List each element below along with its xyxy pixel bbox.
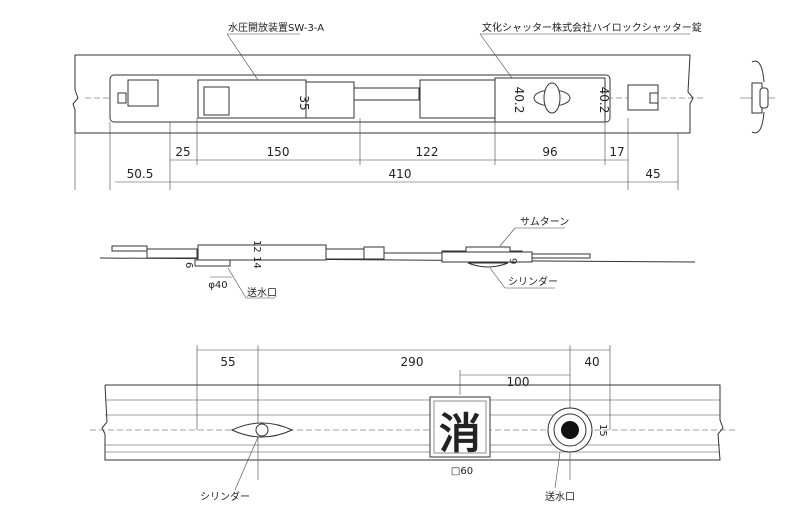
dim-35: 35 — [297, 95, 311, 110]
dim-50-5: 50.5 — [127, 167, 154, 181]
dim-phi40: φ40 — [208, 280, 227, 291]
thumbturn-label: サムターン — [520, 216, 569, 228]
dim-6: 6 — [183, 262, 194, 268]
dim-410: 410 — [389, 167, 412, 181]
dim-square-60: □60 — [451, 466, 473, 477]
dim-15: 15 — [597, 424, 608, 437]
dim-55: 55 — [220, 355, 235, 369]
dim-40-2-b: 40.2 — [597, 87, 611, 114]
inlet-label-side: 送水口 — [247, 286, 277, 299]
dim-25: 25 — [175, 145, 190, 159]
dim-14: 14 — [251, 256, 262, 269]
side-view: φ40 12 14 6 9 送水口 サムターン シリンダー — [99, 216, 696, 299]
dim-290: 290 — [401, 355, 424, 369]
dim-150: 150 — [267, 145, 290, 159]
end-view — [740, 60, 775, 134]
inlet-label-front: 送水口 — [545, 490, 575, 503]
device-label: 水圧開放装置SW-3-A — [228, 21, 324, 34]
dim-96: 96 — [542, 145, 557, 159]
fire-sign-box — [429, 396, 491, 458]
inlet-hole — [561, 421, 579, 439]
cylinder-label-side: シリンダー — [508, 275, 558, 288]
dim-122: 122 — [416, 145, 439, 159]
dim-100: 100 — [507, 375, 530, 389]
dim-17: 17 — [609, 145, 624, 159]
left-bracket — [127, 79, 159, 107]
fire-symbol: 消 — [439, 409, 481, 458]
dim-9: 9 — [507, 258, 518, 264]
front-view: 消 55 290 40 100 □60 15 シリンダー 送水口 — [90, 345, 735, 503]
dim-12: 12 — [251, 240, 262, 253]
lock-label: 文化シャッター株式会社ハイロックシャッター錠 — [482, 21, 702, 34]
cylinder-label-front: シリンダー — [200, 490, 250, 503]
dim-45: 45 — [645, 167, 660, 181]
top-view: 水圧開放装置SW-3-A 文化シャッター株式会社ハイロックシャッター錠 35 4… — [72, 21, 775, 190]
dim-40: 40 — [584, 355, 599, 369]
dim-40-2-a: 40.2 — [512, 87, 526, 114]
spring — [353, 87, 420, 101]
